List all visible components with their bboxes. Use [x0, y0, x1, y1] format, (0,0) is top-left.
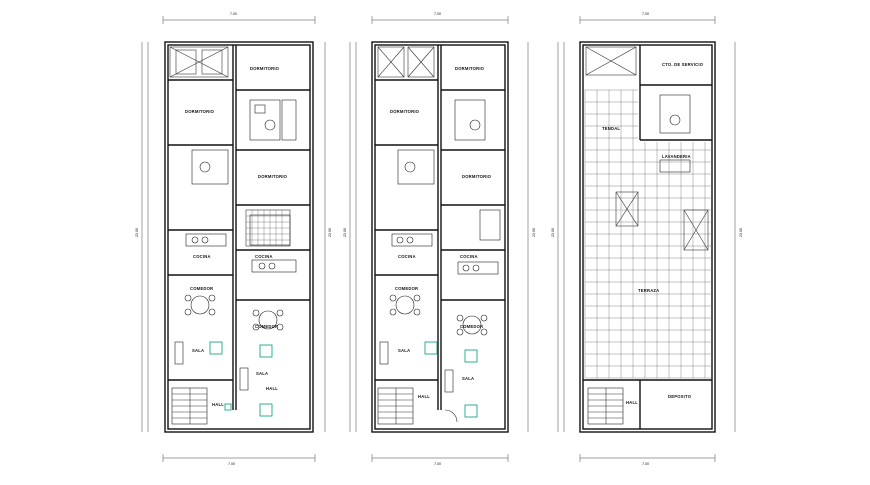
- plan-3-skylights: [615, 191, 709, 251]
- plan-3-right-dimension: 23.00: [739, 228, 743, 237]
- plan-2-top-dimension: 7.00: [434, 12, 441, 16]
- plan-1-room-label: COMEDOR: [190, 286, 213, 291]
- plan-2-room-label: COCINA: [398, 254, 416, 259]
- plan-2-room-label: SALA: [462, 376, 474, 381]
- plan-2-room-label: DORMITORIO: [462, 174, 492, 179]
- plan-1-room-label: DORMITORIO: [250, 66, 280, 71]
- plan-1-right-dimension: 23.00: [328, 228, 332, 237]
- plan-1-left-dimension: 23.00: [135, 228, 139, 237]
- plan-2-stairs: [377, 387, 458, 425]
- plan-1-dining: [184, 294, 284, 331]
- plan-1-bottom-dimension: 7.00: [228, 462, 235, 466]
- plan-2-dining: [389, 294, 488, 336]
- plan-1-top-void: [169, 46, 229, 78]
- plan-3-room-label: HALL: [626, 400, 638, 405]
- plan-1-tile-area: [245, 209, 291, 247]
- plan-2-left-dimension: 23.00: [343, 228, 347, 237]
- plan-3-top-void: [585, 46, 637, 76]
- plan-1-room-label: SALA: [192, 348, 204, 353]
- plan-1-room-label: COCINA: [193, 254, 211, 259]
- plan-2-room-label: DORMITORIO: [390, 109, 420, 114]
- plan-3-room-label: CTO. DE SERVICIO: [662, 62, 704, 67]
- plan-2-top-void: [377, 46, 435, 78]
- plan-1-room-label: HALL: [212, 402, 224, 407]
- plan-2-bathroom: [397, 99, 501, 241]
- plan-3-room-label: TERRAZA: [638, 288, 659, 293]
- plan-1-bathroom: [191, 99, 297, 246]
- plan-3-terrace-grid: [584, 89, 711, 379]
- plan-2-room-label: COMEDOR: [395, 286, 418, 291]
- plan-1-room-label: SALA: [256, 371, 268, 376]
- plan-3-room-label: TENDAL: [602, 126, 620, 131]
- plan-3-stairs: [587, 387, 624, 425]
- plan-2-room-label: COMEDOR: [460, 324, 483, 329]
- plan-3-left-dimension: 23.00: [551, 228, 555, 237]
- plan-1-top-dimension: 7.00: [230, 12, 237, 16]
- plan-1-room-label: COMEDOR: [255, 324, 278, 329]
- plan-1-stairs: [171, 387, 208, 425]
- plan-2-right-dimension: 23.00: [532, 228, 536, 237]
- plan-2-bottom-dimension: 7.00: [434, 462, 441, 466]
- plan-3: 7.00 7.00 23.00 23.00: [551, 12, 743, 466]
- plan-3-room-label: LAVANDERIA: [662, 154, 691, 159]
- plan-1-room-label: COCINA: [255, 254, 273, 259]
- plan-1: 7.00 7.00 23.00 23.00: [135, 12, 332, 466]
- plan-1-living: [174, 341, 273, 417]
- plan-2-room-label: HALL: [418, 394, 430, 399]
- plan-3-service-fixtures: [659, 94, 691, 173]
- plan-2-kitchens: [391, 233, 499, 275]
- plan-1-room-label: DORMITORIO: [185, 109, 215, 114]
- plan-2: 7.00 7.00 23.00 23.00: [343, 12, 536, 466]
- plan-2-room-label: SALA: [398, 348, 410, 353]
- plan-3-top-dimension: 7.00: [642, 12, 649, 16]
- plan-1-room-label: HALL: [266, 386, 278, 391]
- plan-3-bottom-dimension: 7.00: [642, 462, 649, 466]
- plan-2-room-label: COCINA: [460, 254, 478, 259]
- plan-3-room-label: DEPOSITO: [668, 394, 692, 399]
- plan-1-kitchens: [185, 233, 297, 273]
- plan-2-room-label: DORMITORIO: [455, 66, 485, 71]
- plan-2-living: [379, 341, 478, 418]
- plan-1-room-label: DORMITORIO: [258, 174, 288, 179]
